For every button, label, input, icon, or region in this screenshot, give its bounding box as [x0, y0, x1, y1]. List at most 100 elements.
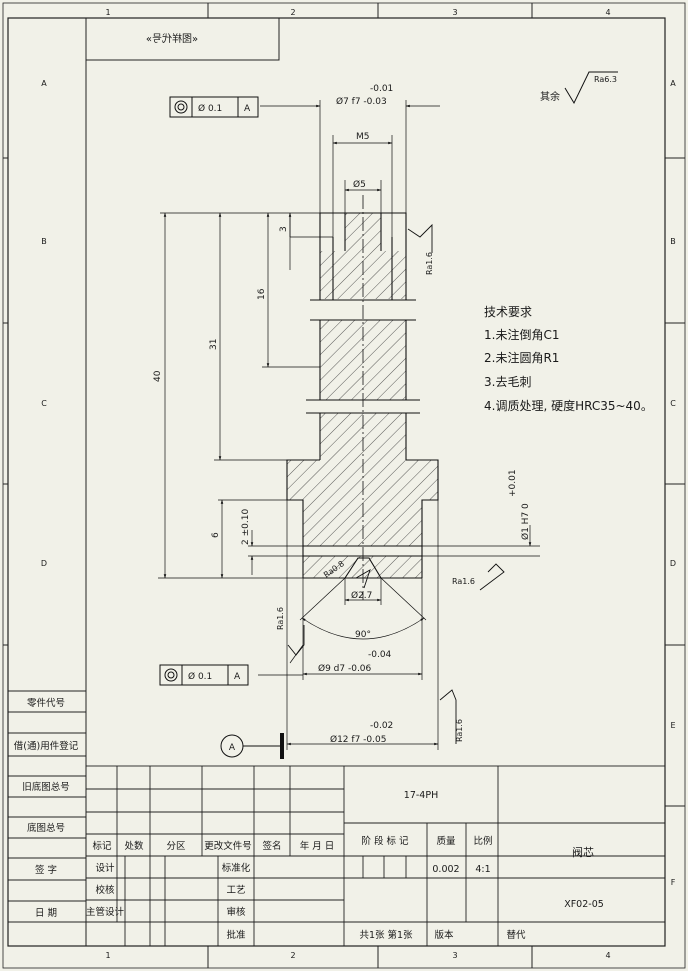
zone-row-b: B	[41, 237, 47, 246]
tb-scale-label: 比例	[473, 835, 492, 847]
tech-req-item-4: 4.调质处理, 硬度HRC35~40。	[484, 398, 653, 413]
dim-thread-m5: M5	[356, 132, 370, 142]
left-margin-column	[8, 17, 280, 946]
left-label-signature: 签 字	[35, 864, 57, 876]
dim-length-6: 6	[211, 532, 221, 538]
zone-row-e-right: E	[670, 721, 675, 730]
zone-row-a-right: A	[670, 79, 676, 88]
dim-length-2: 2 ±0.10	[241, 509, 251, 545]
tolerance-value-bottom: Ø 0.1	[188, 671, 212, 682]
dimension-lines	[158, 100, 540, 750]
tb-version: 版本	[434, 929, 454, 941]
dim-inner-dia: Ø2.7	[351, 590, 372, 601]
roughness-label-4: Ra1.6	[455, 719, 464, 742]
zone-col-3-bottom: 3	[452, 951, 457, 960]
tb-header-signature: 签名	[262, 840, 281, 852]
tb-row-approve: 批准	[226, 929, 246, 941]
left-label-base-number: 底图总号	[27, 822, 65, 834]
tech-req-item-2: 2.未注圆角R1	[484, 350, 559, 365]
zone-row-f-right: F	[671, 878, 676, 887]
left-label-date: 日 期	[35, 908, 57, 919]
left-label-old-base-number: 旧底图总号	[22, 781, 70, 793]
tech-req-item-1: 1.未注倒角C1	[484, 327, 559, 342]
concentricity-icon	[174, 100, 188, 114]
surface-finish-value: Ra6.3	[594, 75, 617, 84]
tb-drawing-number: XF02-05	[564, 899, 604, 910]
dim-hole-dia: Ø5	[353, 179, 366, 190]
left-label-borrowed-register: 借(通)用件登记	[14, 740, 79, 752]
zone-col-3: 3	[452, 8, 457, 17]
left-label-part-code: 零件代号	[27, 697, 65, 709]
tb-sheet-info: 共1张 第1张	[359, 929, 413, 941]
tech-req-title: 技术要求	[484, 305, 532, 319]
dim-mid-dia-tolerance: -0.04	[368, 650, 392, 660]
tb-weight: 0.002	[432, 864, 459, 875]
zone-row-c-right: C	[670, 399, 676, 408]
tb-row-lead-design: 主管设计	[86, 906, 125, 918]
roughness-labels: Ra1.6 Ra1.6 Ra1.6 Ra1.6	[276, 252, 475, 742]
tb-row-design: 设计	[95, 862, 115, 874]
dim-bottom-dia-tolerance: -0.02	[370, 721, 393, 731]
zone-col-1-bottom: 1	[105, 951, 110, 960]
tolerance-frame-bottom: Ø 0.1 A	[159, 664, 249, 686]
dim-bore-dia: Ø1 H7 0	[520, 503, 531, 540]
dim-length-31: 31	[209, 339, 219, 350]
zone-row-d: D	[41, 559, 47, 568]
zone-col-1: 1	[105, 8, 110, 17]
title-block	[85, 765, 666, 947]
tolerance-datum-top: A	[244, 104, 251, 114]
left-margin-labels: 零件代号 借(通)用件登记 旧底图总号 底图总号 签 字 日 期	[14, 697, 79, 919]
tb-header-mark: 标记	[92, 840, 112, 852]
roughness-symbols	[287, 223, 505, 744]
roughness-label-1: Ra1.6	[425, 252, 434, 275]
zone-row-d-right: D	[670, 559, 676, 568]
tb-replaces: 替代	[506, 929, 526, 941]
tolerance-value-top: Ø 0.1	[198, 103, 222, 114]
tb-row-check: 校核	[95, 884, 115, 896]
concentricity-icon	[164, 668, 178, 682]
roughness-label-3: Ra1.6	[276, 607, 285, 630]
global-surface-finish: 其余 Ra6.3	[540, 71, 618, 105]
tb-row-standardization: 标准化	[222, 862, 251, 874]
tb-scale: 4:1	[475, 864, 490, 875]
tb-weight-label: 质量	[436, 835, 456, 847]
zone-row-b-right: B	[670, 237, 676, 246]
zone-labels: 1 2 3 4 1 2 3 4 A B C D A B C D E F	[41, 8, 676, 960]
title-block-text: 标记 处数 分区 更改文件号 签名 年 月 日 设计 校核 主管设计 标准化 工…	[86, 790, 604, 941]
surface-finish-prefix: 其余	[540, 90, 560, 103]
datum-marker: A	[220, 733, 284, 759]
dim-bottom-dia: Ø12 f7 -0.05	[330, 734, 386, 745]
dim-mid-dia: Ø9 d7 -0.06	[318, 663, 372, 674]
mirrored-drawing-code-label: «图样代号»	[146, 32, 198, 45]
dim-top-dia: Ø7 f7 -0.03	[336, 96, 387, 107]
tb-stage-label: 阶 段 标 记	[361, 835, 409, 847]
datum-letter: A	[229, 743, 236, 753]
dimension-labels: -0.01 Ø7 f7 -0.03 M5 Ø5 3 16 31 40 6 2 ±…	[153, 84, 531, 745]
dim-length-3: 3	[279, 226, 289, 232]
zone-col-2: 2	[290, 8, 295, 17]
roughness-label-2: Ra1.6	[452, 577, 475, 586]
dim-bore-tolerance: +0.01	[508, 469, 518, 497]
dim-length-16: 16	[257, 288, 267, 300]
zone-col-4: 4	[605, 8, 610, 17]
dim-length-40: 40	[153, 370, 163, 382]
tb-part-name: 阀芯	[572, 845, 594, 859]
zone-col-2-bottom: 2	[290, 951, 295, 960]
tb-header-date: 年 月 日	[300, 840, 335, 852]
dim-top-dia-tolerance: -0.01	[370, 84, 393, 94]
tb-header-count: 处数	[124, 840, 144, 852]
part-section-view	[286, 195, 439, 600]
tb-header-zone: 分区	[166, 841, 186, 852]
zone-row-a: A	[41, 79, 47, 88]
tb-material: 17-4PH	[404, 790, 438, 801]
zone-col-4-bottom: 4	[605, 951, 610, 960]
tech-req-item-3: 3.去毛刺	[484, 375, 531, 389]
tb-row-review: 审核	[226, 906, 246, 918]
tolerance-datum-bottom: A	[234, 672, 241, 682]
technical-requirements: 技术要求 1.未注倒角C1 2.未注圆角R1 3.去毛刺 4.调质处理, 硬度H…	[484, 305, 653, 413]
tb-row-process: 工艺	[226, 885, 245, 896]
zone-row-c: C	[41, 399, 47, 408]
tb-header-change-doc: 更改文件号	[204, 840, 252, 852]
